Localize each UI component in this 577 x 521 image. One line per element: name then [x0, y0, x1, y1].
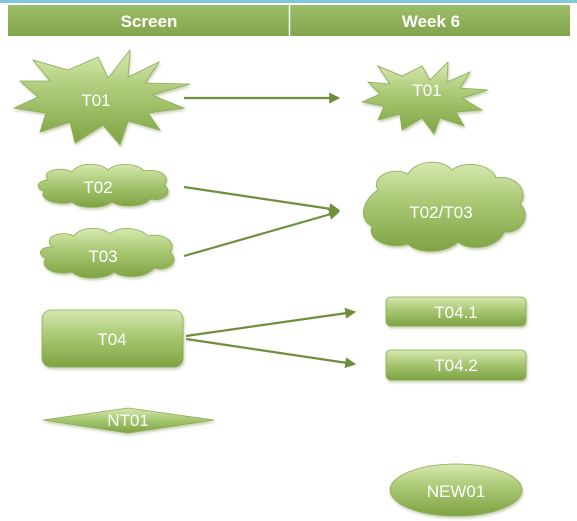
- cloud-shape: [37, 163, 169, 208]
- rounded-rect-shape: [385, 349, 527, 381]
- node-t02-t03-label: T02/T03: [409, 203, 472, 222]
- table-header: Screen Week 6: [8, 5, 570, 36]
- node-new01[interactable]: NEW01: [389, 463, 523, 517]
- explosion-shape: [12, 48, 191, 146]
- header-week6-label: Week 6: [402, 12, 460, 31]
- arrow-t04-to-t04-2: [185, 337, 357, 369]
- node-t01-right[interactable]: T01: [360, 60, 489, 135]
- node-t04-2-label: T04.2: [434, 356, 477, 375]
- node-new01-label: NEW01: [427, 482, 486, 501]
- node-nt01-label: NT01: [107, 411, 149, 430]
- diamond-shape: [42, 407, 215, 434]
- node-t04-1[interactable]: T04.1: [385, 296, 527, 327]
- node-t04[interactable]: T04: [41, 309, 184, 368]
- explosion-shape: [360, 60, 489, 135]
- node-t04-label: T04: [97, 330, 126, 349]
- rounded-rect-shape: [41, 309, 184, 368]
- node-t04-1-label: T04.1: [434, 303, 477, 322]
- connectors: [183, 92, 357, 369]
- top-accent-bar: [0, 0, 577, 3]
- header-screen-label: Screen: [121, 12, 178, 31]
- node-t01-left-label: T01: [81, 91, 110, 110]
- arrow-t04-to-t04-1: [185, 307, 357, 338]
- arrow-t03-to-t02t03: [183, 209, 341, 258]
- arrow-t02-to-t02t03: [183, 185, 341, 215]
- node-nt01[interactable]: NT01: [42, 407, 215, 434]
- node-t01-left[interactable]: T01: [12, 48, 191, 146]
- node-t01-right-label: T01: [412, 81, 441, 100]
- node-t02-label: T02: [83, 178, 112, 197]
- header-left-cell: [8, 5, 289, 36]
- header-right-cell: [290, 5, 570, 36]
- cloud-shape: [39, 227, 175, 279]
- node-t03[interactable]: T03: [39, 227, 175, 279]
- ellipse-shape: [389, 463, 523, 517]
- node-t02[interactable]: T02: [37, 163, 169, 208]
- node-t02-t03[interactable]: T02/T03: [363, 161, 526, 252]
- node-t04-2[interactable]: T04.2: [385, 349, 527, 381]
- rounded-rect-shape: [385, 296, 527, 327]
- cloud-shape: [363, 161, 526, 252]
- node-t03-label: T03: [88, 247, 117, 266]
